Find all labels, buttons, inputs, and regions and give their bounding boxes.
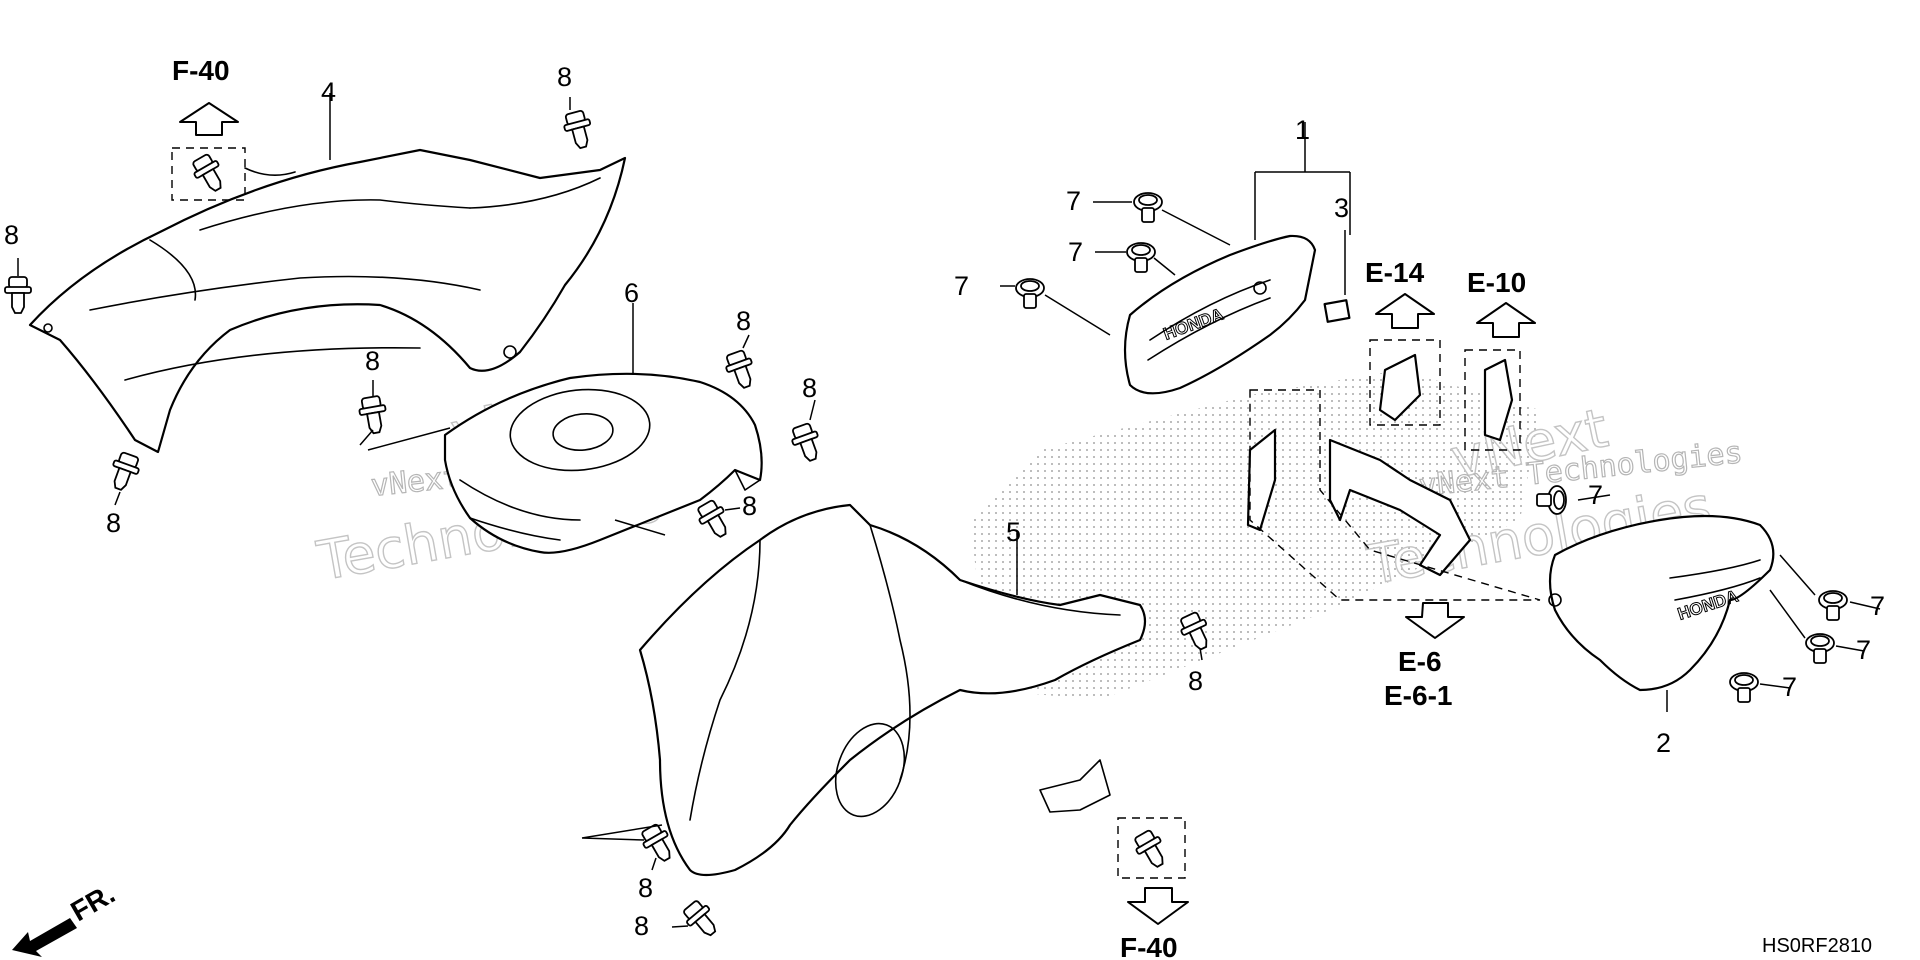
screw-7-g[interactable] [1729,672,1759,703]
leader-lines [17,93,1881,928]
label-part-7-a: 7 [1066,186,1081,216]
part-2-lower-cover[interactable]: HONDA [1548,514,1775,692]
label-part-6: 6 [624,278,639,308]
label-part-1: 1 [1295,115,1310,145]
bracket-e14 [1369,339,1441,426]
arrow-f40-bottom [1127,887,1189,925]
screw-7-e[interactable] [1818,590,1848,621]
label-part-8-left: 8 [4,220,19,250]
label-part-8-p4: 8 [106,508,121,538]
screw-8-left[interactable] [4,276,32,314]
arrow-e10 [1476,302,1536,338]
ref-f40-bottom[interactable]: F-40 [1120,932,1178,960]
label-part-8-p6-top: 8 [736,306,751,336]
label-part-4: 4 [321,77,336,107]
screw-7-a[interactable] [1133,192,1163,223]
screw-8-p6-top[interactable] [721,347,760,393]
label-part-5: 5 [1006,517,1021,547]
screw-7-b[interactable] [1126,242,1156,273]
part-1-upper-cover[interactable]: HONDA [1123,234,1317,395]
screw-8-p6-right[interactable] [787,420,826,466]
label-part-8-p6-left: 8 [365,346,380,376]
screw-8-p6-left[interactable] [356,394,391,436]
screw-8-p6-bottom[interactable] [692,496,736,543]
clip-f40-top[interactable] [171,147,246,201]
clip-f40-bottom[interactable] [1117,817,1186,879]
label-part-3: 3 [1334,193,1349,223]
label-part-2: 2 [1656,728,1671,758]
label-part-7-g: 7 [1782,672,1797,702]
label-part-7-e: 7 [1870,591,1885,621]
bracket-center [1246,389,1541,601]
bracket-e10 [1464,349,1521,451]
screw-8-p5-lower[interactable] [678,896,724,943]
screw-7-f[interactable] [1805,633,1835,664]
part-5-side-cover[interactable] [638,503,1147,877]
screw-8-top[interactable] [560,108,597,152]
arrow-f40-top [179,102,239,136]
label-part-8-p5-lower: 8 [634,911,649,941]
label-part-7-f: 7 [1856,635,1871,665]
label-part-7-d: 7 [1588,480,1603,510]
label-part-7-b: 7 [1068,237,1083,267]
screw-7-c[interactable] [1015,278,1045,309]
front-arrow-icon [12,918,77,957]
label-part-8-p5-bottom: 8 [638,873,653,903]
front-marker: FR. [66,878,121,927]
label-part-7-c: 7 [954,271,969,301]
label-part-8-p6-bottom: 8 [742,491,757,521]
ref-e6[interactable]: E-6 [1398,646,1442,677]
diagram-code: HS0RF2810 [1762,935,1872,957]
part-6-tank-cover[interactable] [443,372,763,554]
ref-f40-top[interactable]: F-40 [172,55,230,86]
arrow-e6 [1405,602,1465,639]
ref-e10[interactable]: E-10 [1467,267,1526,298]
label-part-8-p6-right: 8 [802,373,817,403]
arrow-e14 [1375,293,1435,329]
ref-e14[interactable]: E-14 [1365,257,1425,288]
screw-8-p4-bottom[interactable] [105,449,144,495]
label-part-8-top: 8 [557,62,572,92]
label-part-8-p5-right: 8 [1188,666,1203,696]
part-3-pad[interactable] [1323,299,1351,323]
part-4-cover[interactable] [28,148,627,454]
ref-e6-1[interactable]: E-6-1 [1384,680,1452,711]
